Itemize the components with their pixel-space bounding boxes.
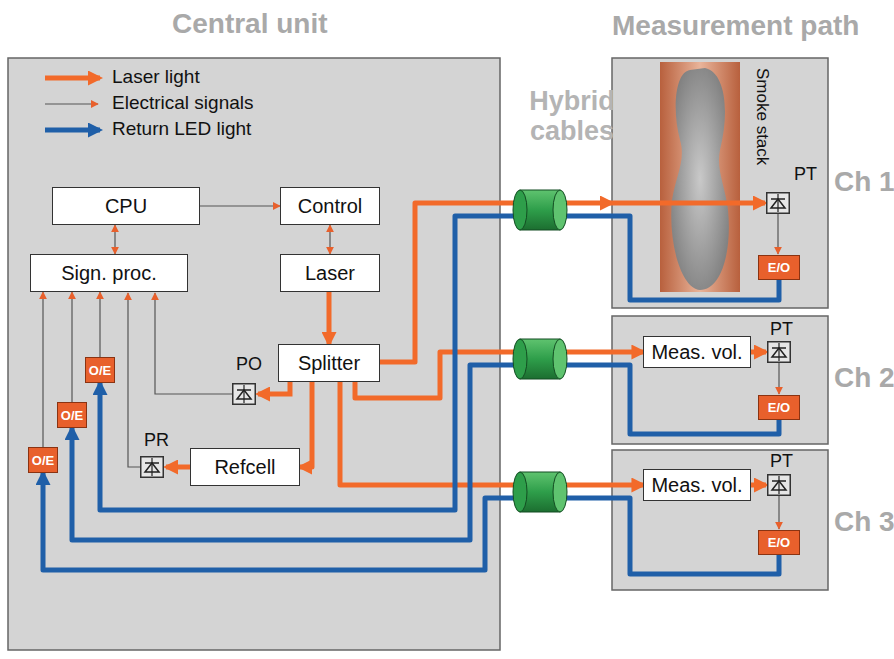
cpu-box: CPU <box>52 187 200 225</box>
box-label: O/E <box>89 363 111 378</box>
legend-electrical-sample <box>45 103 98 104</box>
signal-connector <box>99 292 100 357</box>
channel-panel: Ch 2Meas. vol.E/O <box>612 316 828 444</box>
central-panel-ground <box>8 58 500 650</box>
legend-entry: Laser light <box>112 66 200 88</box>
laser-box: Laser <box>280 254 380 292</box>
detector-label: PT <box>794 164 817 185</box>
box-label: Control <box>298 195 362 218</box>
detector-label: PR <box>144 430 169 451</box>
box-label: E/O <box>768 535 790 550</box>
laser-beam <box>612 201 765 206</box>
signal-connector <box>42 292 43 447</box>
ch2-panel-ground <box>612 316 828 444</box>
hybrid-cable <box>513 472 567 512</box>
signal-wire <box>128 293 140 467</box>
channel-panel: Ch 3Meas. vol.E/O <box>612 450 828 590</box>
laser-beam <box>166 465 190 470</box>
photodetector-symbol <box>768 342 791 363</box>
channel-label: Ch 3 <box>834 506 894 538</box>
signal-connector <box>71 292 72 402</box>
control-box: Control <box>280 187 380 225</box>
box-label: E/O <box>768 260 790 275</box>
channel-label: Ch 1 <box>834 166 894 198</box>
legend-laser-sample <box>45 76 100 81</box>
photodetector-symbol <box>767 193 790 214</box>
measurement-volume-box: Meas. vol. <box>643 336 750 368</box>
signal-connector <box>329 225 330 254</box>
eo-converter-box: E/O <box>758 395 800 420</box>
channel-label: Ch 2 <box>834 362 894 394</box>
signal-wire <box>777 214 778 254</box>
box-label: Refcell <box>214 456 275 479</box>
box-label: Meas. vol. <box>651 341 742 364</box>
box-label: O/E <box>32 453 54 468</box>
signal-wire <box>778 496 779 529</box>
laser-connector <box>327 292 332 344</box>
box-label: Laser <box>305 262 355 285</box>
smoke-stack-wall <box>660 62 740 292</box>
section-heading: Hybrid cables <box>522 86 622 146</box>
laser-beam <box>258 382 290 394</box>
box-label: Meas. vol. <box>651 474 742 497</box>
oe-converter-box: O/E <box>57 402 87 428</box>
oe-converter-box: O/E <box>28 447 58 473</box>
eo-converter-box: E/O <box>758 530 800 555</box>
laser-connector <box>300 382 312 467</box>
ch1-panel-ground <box>612 58 828 308</box>
photodetector-symbol <box>141 457 164 478</box>
laser-connector <box>355 352 643 398</box>
detector-label: PO <box>236 354 262 375</box>
photodetector-symbol <box>768 475 791 496</box>
signal-processor-box: Sign. proc. <box>30 254 188 292</box>
signal-wire <box>778 363 779 394</box>
legend-led-sample <box>45 128 100 133</box>
box-label: E/O <box>768 400 790 415</box>
measurement-volume-box: Meas. vol. <box>643 469 750 501</box>
led-return-connector <box>43 473 779 574</box>
photodetector-symbol <box>233 384 256 405</box>
eo-converter-box: E/O <box>758 255 800 280</box>
signal-connector <box>114 225 115 254</box>
legend-entry: Return LED light <box>112 118 251 140</box>
hybrid-cable <box>513 190 567 230</box>
box-label: Splitter <box>298 352 360 375</box>
splitter-box: Splitter <box>278 344 380 382</box>
section-heading: Measurement path <box>612 10 859 42</box>
detector-label: PT <box>770 451 793 472</box>
smoke-plume <box>671 68 729 290</box>
box-label: CPU <box>105 195 147 218</box>
box-label: O/E <box>61 408 83 423</box>
detector-label: PT <box>770 319 793 340</box>
laser-connector <box>340 382 643 485</box>
signal-wire <box>155 293 232 394</box>
oe-converter-box: O/E <box>85 357 115 383</box>
led-return-connector <box>72 365 779 540</box>
led-return-connector <box>100 216 779 510</box>
signal-connector <box>200 205 280 206</box>
box-label: Sign. proc. <box>61 262 157 285</box>
vertical-label: Smoke stack <box>752 68 772 165</box>
hybrid-cable <box>513 339 567 379</box>
legend-entry: Electrical signals <box>112 92 254 114</box>
refcell-box: Refcell <box>190 448 300 486</box>
central-unit-heading: Central unit <box>172 8 328 40</box>
laser-connector <box>380 203 612 362</box>
ch3-panel-ground <box>612 450 828 590</box>
